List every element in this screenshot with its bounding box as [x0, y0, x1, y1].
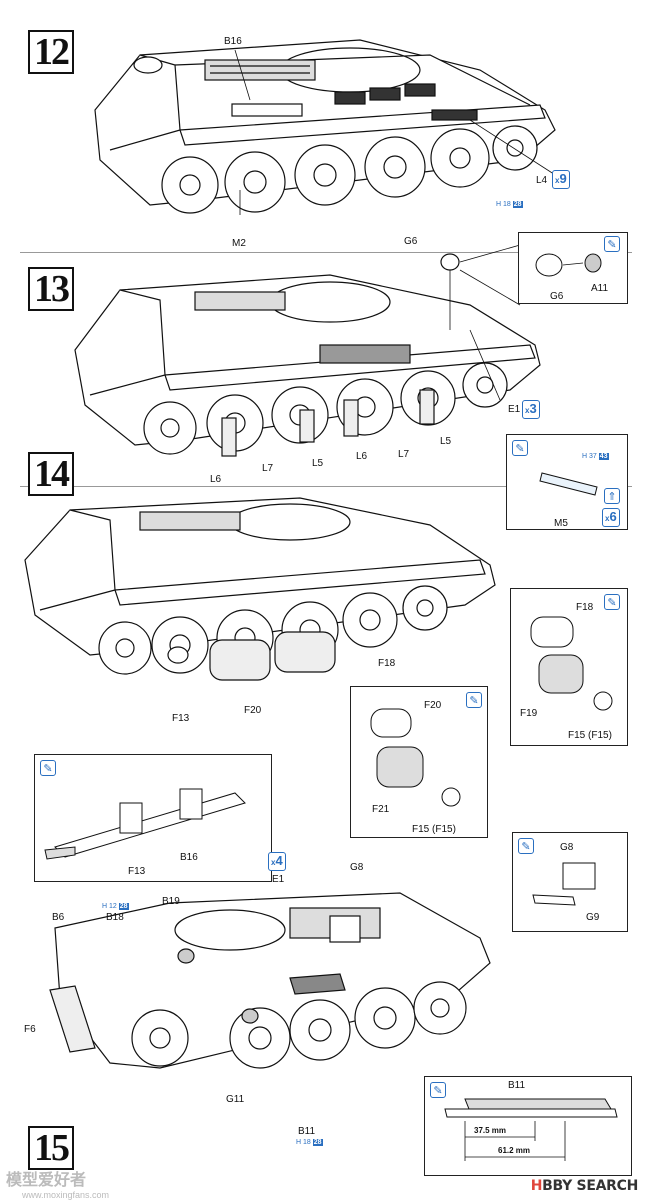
step-number-13: 13 [28, 267, 74, 311]
step14-tank-drawing [24, 497, 496, 681]
paint-brush-icon-s14b: ✎ [604, 594, 620, 610]
label-e1-s15: E1 [272, 874, 285, 885]
label-e1-s13: E1 [508, 404, 521, 415]
paint-ref-h18-28-s15: H 18 28 [296, 1139, 323, 1146]
step12-tank-drawing [94, 39, 561, 215]
hobby-search-logo: HBBY SEARCH [530, 1178, 639, 1194]
label-f15-detail-b: F15 (F15) [412, 824, 456, 835]
flip-icon: ⇑ [604, 488, 620, 504]
label-l6-a: L6 [210, 474, 222, 485]
label-b11-s15: B11 [298, 1126, 316, 1137]
watermark: 模型爱好者 [6, 1172, 87, 1189]
label-g11: G11 [226, 1094, 245, 1105]
paint-ref-h12-28: H 12 28 [102, 903, 129, 910]
paint-brush-icon-s13: ✎ [604, 236, 620, 252]
label-b16-detail: B16 [180, 852, 198, 863]
label-b16-s12: B16 [224, 36, 242, 47]
label-l7-b: L7 [398, 449, 410, 460]
label-b18: B18 [106, 912, 124, 923]
dimension-61-2: 61.2 mm [498, 1146, 531, 1155]
step-number-12: 12 [28, 30, 74, 74]
label-g9: G9 [586, 912, 600, 923]
label-l6-b: L6 [356, 451, 368, 462]
paint-brush-icon-s15a: ✎ [518, 838, 534, 854]
label-m2: M2 [232, 238, 246, 249]
label-l5-a: L5 [312, 458, 324, 469]
dimension-37-5: 37.5 mm [474, 1126, 507, 1135]
watermark-url: www.moxingfans.com [22, 1190, 110, 1200]
paint-brush-icon-s14c: ✎ [466, 692, 482, 708]
label-f13-s14: F13 [172, 713, 190, 724]
paint-ref-h18-28-s12: H 18 28 [496, 201, 523, 208]
label-b19: B19 [162, 896, 180, 907]
detail-box-b11-dims [424, 1076, 632, 1176]
qty-badge-x4: x4 [268, 852, 286, 871]
step-number-15: 15 [28, 1126, 74, 1170]
detail-box-f20-f21 [350, 686, 488, 838]
qty-badge-x3: x3 [522, 400, 540, 419]
label-f13-detail: F13 [128, 866, 146, 877]
label-g8-s15: G8 [350, 862, 364, 873]
paint-brush-icon-s14d: ✎ [40, 760, 56, 776]
paint-brush-icon-s15b: ✎ [430, 1082, 446, 1098]
label-f20-detail: F20 [424, 700, 442, 711]
label-f6: F6 [24, 1024, 36, 1035]
label-f18-detail: F18 [576, 602, 594, 613]
label-l5-b: L5 [440, 436, 452, 447]
step13-tank-drawing [74, 244, 541, 457]
label-f18-s14: F18 [378, 658, 396, 669]
divider-13-14 [20, 486, 632, 487]
divider-12-13 [20, 252, 632, 253]
label-a11: A11 [591, 283, 609, 294]
qty-badge-x9: x9 [552, 170, 570, 189]
qty-badge-x6: x6 [602, 508, 620, 527]
label-l4: L4 [536, 175, 548, 186]
step-number-14: 14 [28, 452, 74, 496]
label-f20-s14: F20 [244, 705, 262, 716]
paint-ref-h37-43: H 37 43 [582, 453, 609, 460]
label-b6: B6 [52, 912, 65, 923]
label-b11-detail: B11 [508, 1080, 526, 1091]
paint-brush-icon-s14a: ✎ [512, 440, 528, 456]
detail-box-f18-f19 [510, 588, 628, 746]
footer: 模型爱好者 www.moxingfans.com HBBY SEARCH [0, 1172, 652, 1200]
label-m5: M5 [554, 518, 568, 529]
label-g8-detail: G8 [560, 842, 574, 853]
label-f15-detail-a: F15 (F15) [568, 730, 612, 741]
label-l7-a: L7 [262, 463, 274, 474]
label-g6-detail: G6 [550, 291, 564, 302]
label-f19: F19 [520, 708, 538, 719]
label-g6: G6 [404, 236, 418, 247]
label-f21: F21 [372, 804, 390, 815]
detail-box-f13-b16 [34, 754, 272, 882]
step15-tank-drawing [49, 892, 491, 1069]
